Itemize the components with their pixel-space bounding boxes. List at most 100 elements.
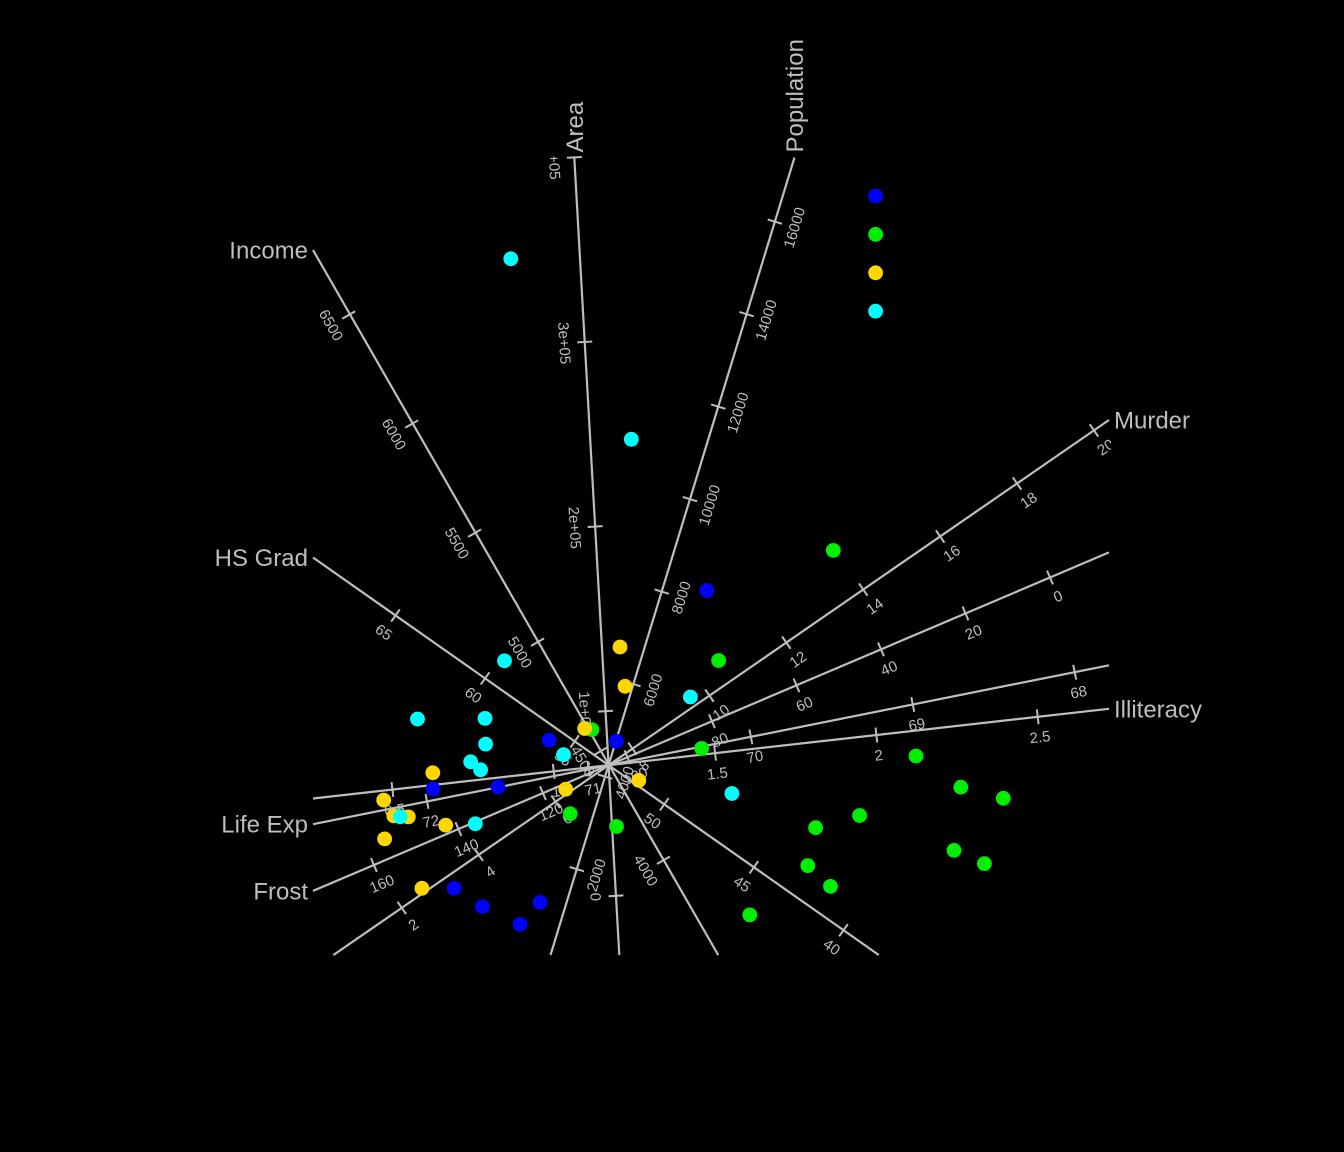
tick-label-hs-grad: 45	[730, 873, 753, 896]
data-point-group-cyan	[410, 711, 425, 727]
tick-label-area: 0	[586, 892, 603, 901]
tick-area	[566, 155, 582, 159]
tick-illiteracy	[1035, 709, 1040, 725]
data-point-group-gold	[617, 678, 633, 694]
tick-hs-grad	[659, 797, 670, 812]
data-point-group-cyan	[503, 251, 519, 267]
data-point-group-gold	[377, 831, 392, 847]
data-point-group-gold	[438, 817, 454, 833]
tick-hs-grad	[838, 923, 849, 937]
data-point-group-green	[562, 806, 578, 822]
tick-label-area: 2e+05	[565, 506, 584, 549]
tick-frost	[708, 713, 716, 729]
tick-frost	[1046, 570, 1054, 585]
data-point-group-green	[908, 748, 924, 764]
data-point-group-blue	[532, 895, 548, 910]
tick-label-murder: 16	[940, 542, 963, 565]
data-point-group-gold	[577, 721, 593, 736]
tick-illiteracy	[713, 745, 717, 761]
tick-label-area: 3e+05	[554, 322, 573, 365]
legend-dot	[868, 188, 883, 204]
axis-line-murder	[332, 419, 1110, 956]
tick-label-illiteracy: 1	[551, 783, 561, 801]
data-point-group-cyan	[478, 736, 493, 752]
axis-name-area: Area	[562, 101, 589, 152]
tick-population	[654, 588, 670, 595]
tick-population	[767, 218, 783, 225]
tick-area	[608, 894, 624, 898]
tick-murder	[550, 795, 561, 809]
tick-label-murder: 12	[787, 648, 810, 671]
data-point-group-green	[609, 819, 624, 834]
tick-population	[597, 773, 613, 780]
data-point-group-cyan	[477, 711, 493, 726]
tick-frost	[877, 642, 885, 657]
tick-label-area: 4e+05	[544, 137, 563, 180]
axis-name-frost: Frost	[253, 878, 308, 905]
tick-label-frost: 20	[963, 622, 985, 644]
data-point-group-gold	[414, 880, 430, 896]
data-point-group-green	[995, 790, 1011, 806]
data-point-group-green	[800, 858, 816, 873]
tick-population	[739, 310, 755, 318]
data-point-group-gold	[558, 781, 574, 797]
tick-population	[682, 495, 698, 503]
tick-label-hs-grad: 40	[820, 936, 843, 959]
tick-income	[467, 528, 482, 538]
tick-life-exp	[748, 729, 754, 745]
tick-label-illiteracy: 1.5	[706, 764, 729, 783]
tick-murder	[1088, 423, 1100, 438]
tick-income	[593, 746, 608, 756]
data-point-group-gold	[376, 792, 392, 808]
data-point-group-green	[711, 653, 726, 668]
data-point-group-cyan	[473, 762, 488, 778]
data-point-group-green	[953, 779, 969, 795]
tick-income	[404, 419, 419, 429]
data-point-group-blue	[446, 880, 462, 896]
axis-line-illiteracy	[312, 707, 1110, 800]
axis-line-hs-grad	[312, 556, 880, 956]
tick-frost	[370, 857, 378, 873]
axis-line-income	[312, 249, 720, 956]
data-point-group-cyan	[463, 754, 479, 770]
tick-murder	[396, 901, 407, 915]
tick-illiteracy	[390, 781, 395, 798]
axis-name-murder: Murder	[1114, 408, 1190, 435]
tick-label-hs-grad: 60	[461, 684, 484, 707]
axis-name-population: Population	[782, 39, 809, 152]
data-point-group-green	[823, 879, 838, 894]
tick-label-murder: 18	[1017, 489, 1040, 512]
axis-line-population	[549, 157, 796, 956]
tick-frost	[539, 785, 547, 801]
tick-label-frost: 60	[794, 694, 816, 716]
data-point-group-cyan	[683, 689, 698, 705]
tick-label-life-exp: 70	[745, 747, 765, 767]
legend-dot	[868, 265, 883, 281]
data-point-group-blue	[609, 733, 624, 749]
tick-area	[598, 709, 614, 713]
tick-label-life-exp: 71	[583, 780, 603, 800]
data-point-group-cyan	[467, 816, 483, 832]
tick-hs-grad	[479, 671, 491, 686]
data-point-group-blue	[699, 583, 715, 598]
tick-murder	[1011, 476, 1023, 491]
tick-income	[341, 310, 356, 320]
legend-dot	[868, 303, 883, 319]
tick-label-hs-grad: 50	[641, 810, 664, 833]
tick-area	[577, 340, 593, 344]
data-point-group-green	[977, 856, 992, 871]
data-point-group-blue	[512, 916, 528, 932]
tick-illiteracy	[551, 763, 556, 779]
tick-murder	[473, 848, 484, 862]
tick-hs-grad	[569, 734, 580, 749]
axis-name-life-exp: Life Exp	[221, 812, 308, 839]
tick-hs-grad	[748, 860, 760, 874]
tick-murder	[781, 635, 792, 650]
tick-life-exp	[424, 793, 430, 809]
tick-illiteracy	[874, 727, 879, 743]
tick-life-exp	[586, 761, 592, 777]
data-point-group-green	[694, 741, 709, 756]
